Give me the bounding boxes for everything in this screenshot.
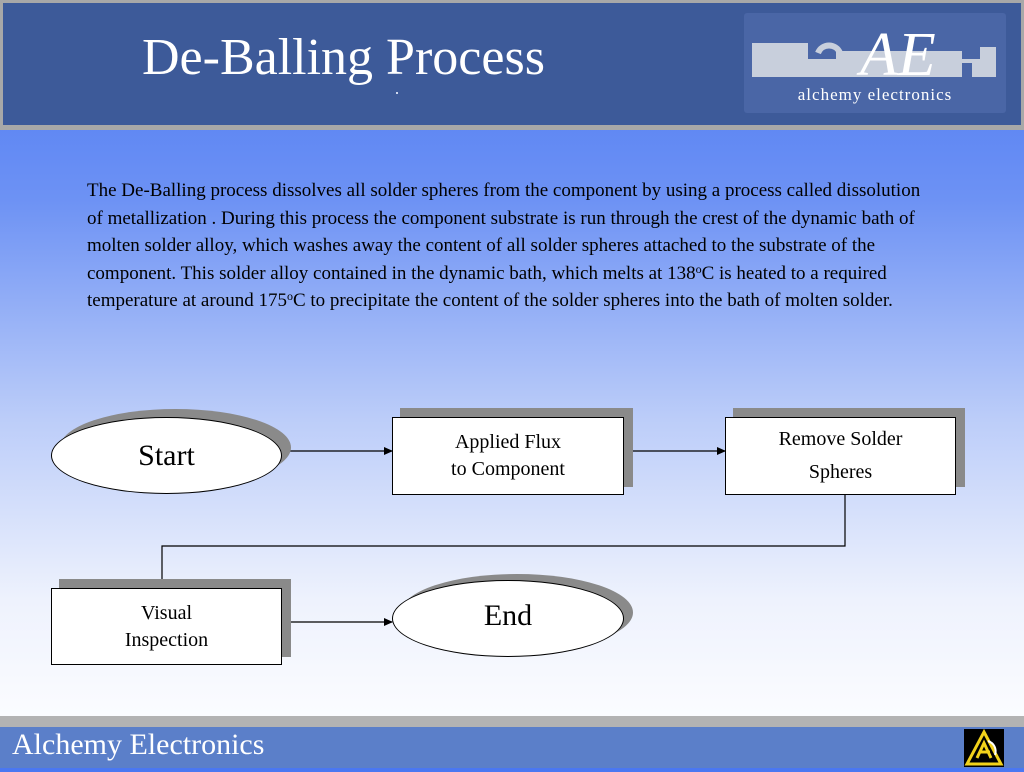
remove-spheres-line-2: Spheres — [808, 461, 873, 483]
degree-superscript-2: o — [286, 289, 293, 303]
description-paragraph: The De-Balling process dissolves all sol… — [87, 177, 937, 315]
title-dot — [396, 92, 398, 94]
apply-flux-line-1: Applied Flux — [454, 431, 562, 453]
visual-inspection-line-2: Inspection — [124, 628, 209, 651]
logo-text: alchemy electronics — [797, 85, 953, 104]
footer-divider — [0, 716, 1024, 727]
apply-flux-node: Applied Flux to Component — [392, 417, 624, 495]
description-part-1: The De-Balling process dissolves all sol… — [87, 180, 921, 284]
ae-logo-icon: AE — [752, 21, 996, 88]
start-label: Start — [138, 438, 195, 472]
visual-inspection-node: Visual Inspection — [51, 588, 282, 665]
visual-inspection-line-1: Visual — [140, 601, 192, 624]
end-node: End — [392, 580, 624, 657]
svg-text:AE: AE — [856, 21, 936, 88]
footer-company-name: Alchemy Electronics — [12, 728, 265, 761]
company-logo: AE alchemy electronics — [744, 13, 1006, 113]
slide-title: De-Balling Process — [142, 29, 545, 86]
degree-superscript-1: o — [695, 261, 702, 276]
apply-flux-line-2: to Component — [451, 458, 565, 480]
end-label: End — [483, 599, 533, 632]
remove-spheres-node: Remove Solder Spheres — [725, 417, 956, 495]
description-part-3: C to precipitate the content of the sold… — [292, 290, 893, 311]
alchemy-logo-icon — [964, 728, 1004, 767]
start-node: Start — [51, 417, 282, 494]
remove-spheres-line-1: Remove Solder — [778, 428, 903, 450]
arrow-remove-to-inspection — [158, 495, 846, 589]
footer-bar: Alchemy Electronics — [0, 727, 1024, 768]
header-bar: De-Balling Process AE alchemy electronic… — [0, 0, 1024, 130]
description-part-2: C is heated to a required temperature at… — [87, 262, 887, 312]
